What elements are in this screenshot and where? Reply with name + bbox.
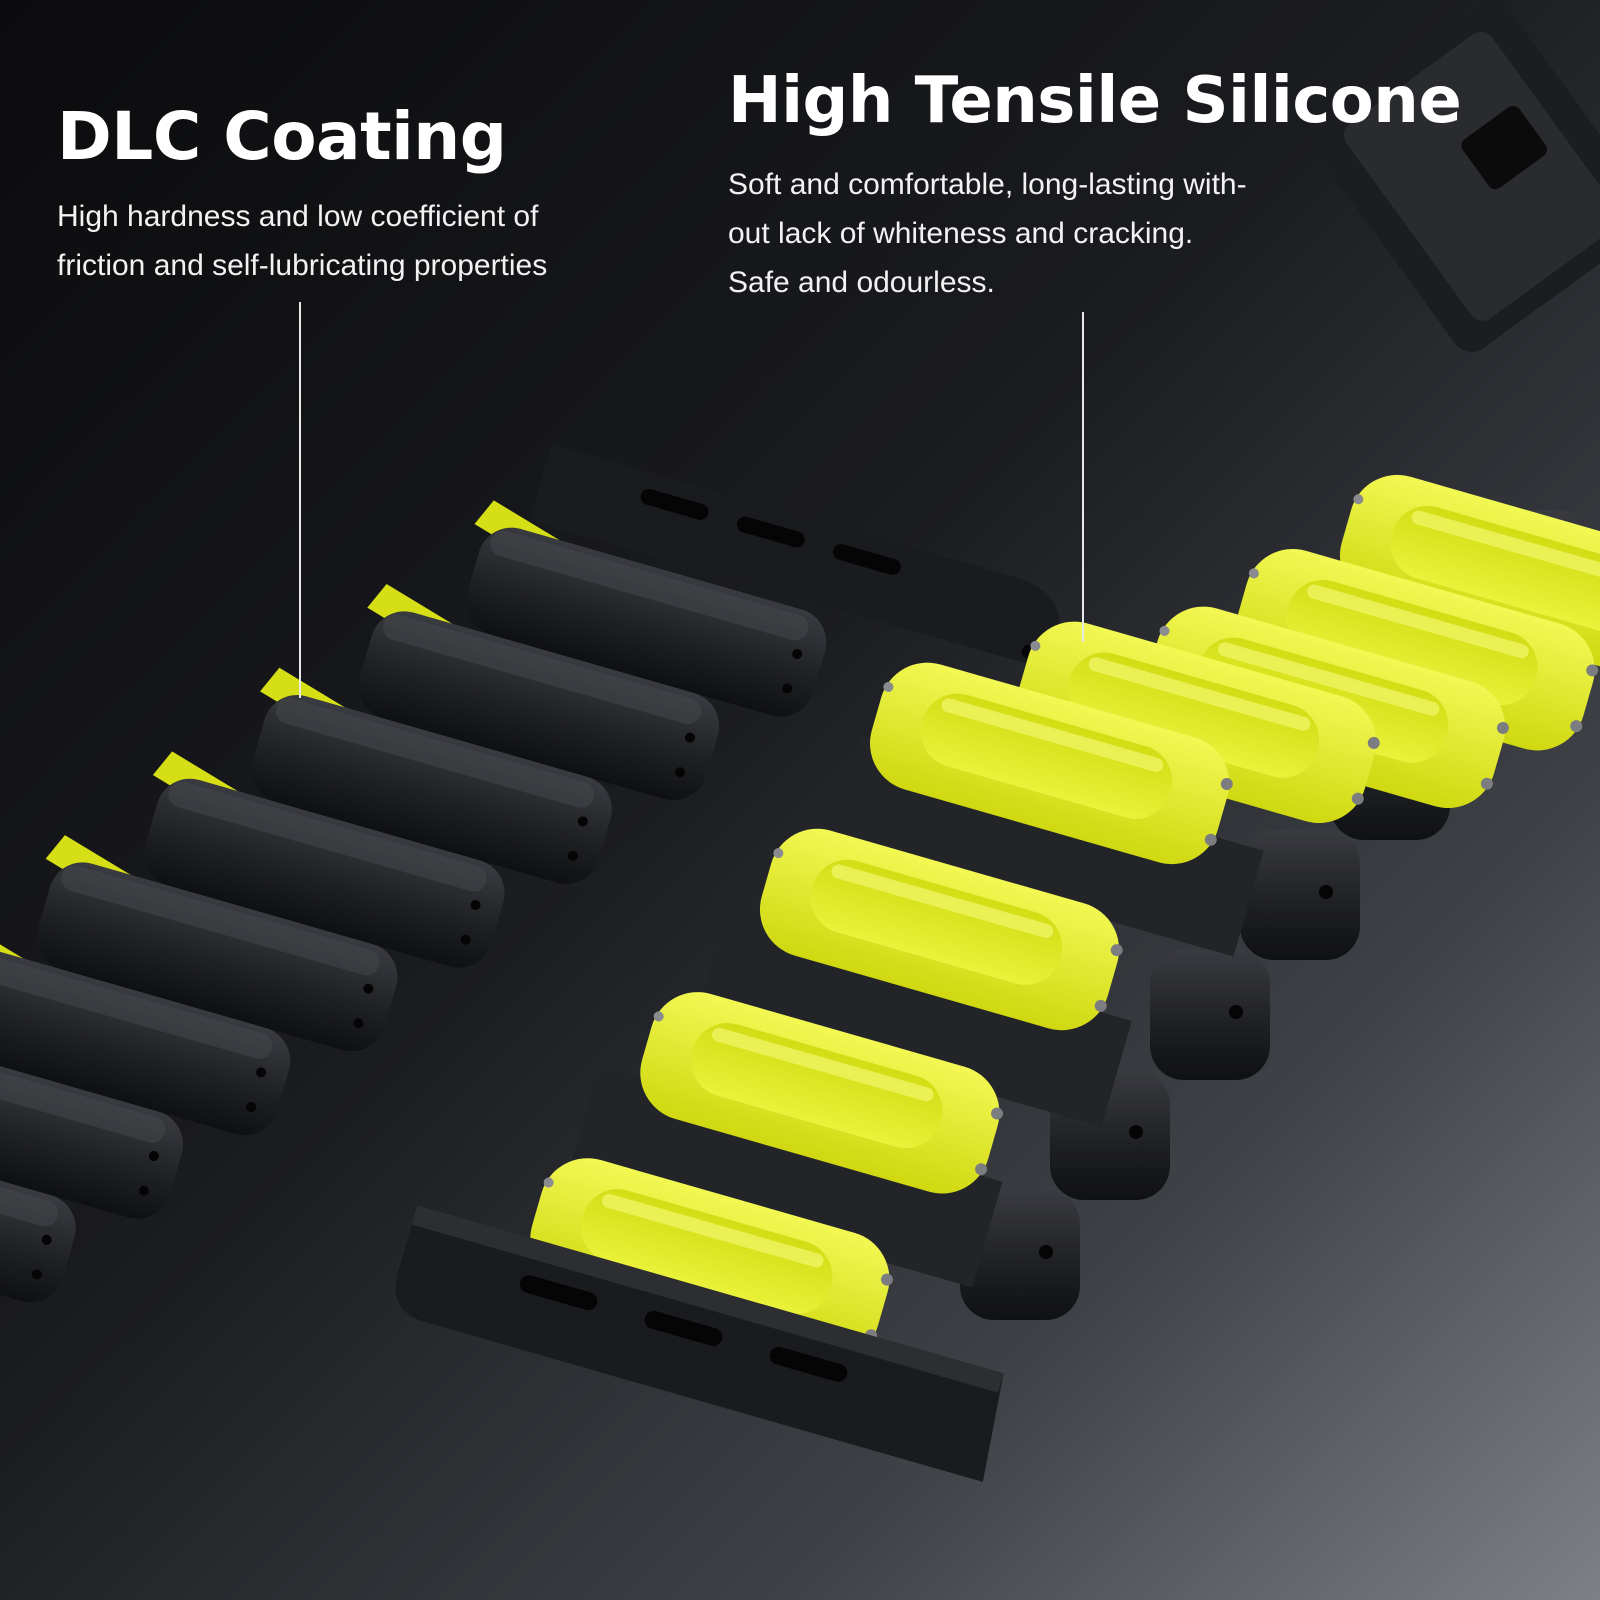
silicone-description: Soft and comfortable, long-lasting with-… bbox=[728, 160, 1247, 307]
dlc-coating-title: DLC Coating bbox=[57, 98, 507, 175]
silicone-description-line: Safe and odourless. bbox=[728, 266, 995, 299]
silicone-title: High Tensile Silicone bbox=[728, 64, 1462, 138]
silicone-description-line: Soft and comfortable, long-lasting with- bbox=[728, 168, 1247, 201]
dlc-description-line: friction and self-lubricating properties bbox=[57, 249, 548, 282]
dlc-description-line: High hardness and low coefficient of bbox=[57, 200, 539, 233]
dlc-callout-line bbox=[299, 302, 301, 698]
silicone-description-line: out lack of whiteness and cracking. bbox=[728, 217, 1194, 250]
dlc-coating-description: High hardness and low coefficient of fri… bbox=[57, 192, 547, 290]
silicone-callout-line bbox=[1082, 312, 1084, 642]
